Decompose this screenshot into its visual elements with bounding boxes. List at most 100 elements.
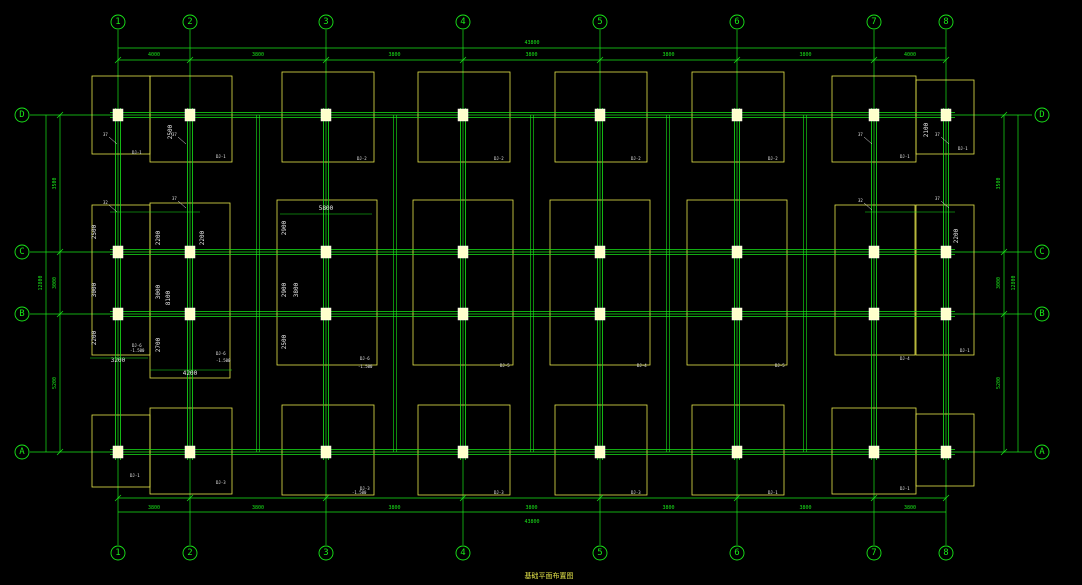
dim-tick: [186, 56, 194, 64]
detail-dim: 2500: [281, 334, 288, 349]
axis-label: 1: [115, 548, 120, 558]
axis-label: 1: [115, 17, 120, 27]
axis-label: B: [1039, 309, 1044, 319]
footing-tag: DJ-2: [357, 156, 367, 161]
columns-layer: [112, 108, 952, 459]
footing-pad: [417, 71, 511, 163]
footing-tag: DJ-2: [494, 156, 504, 161]
dim-tick: [1000, 248, 1008, 256]
dim-bottom: 3800: [904, 505, 916, 511]
axis-label: C: [19, 247, 24, 257]
footing-pad: [91, 204, 151, 356]
dim-tick: [596, 56, 604, 64]
footing-pad: [549, 199, 651, 366]
dim-tick: [56, 111, 64, 119]
detail-dim: 3200: [111, 357, 126, 364]
dim-total-top: 43800: [524, 40, 539, 46]
dim-left: 3500: [52, 177, 58, 189]
axis-bubble: [110, 14, 126, 30]
footing-tag: DJ-2: [768, 156, 778, 161]
dim-bottom: 3800: [662, 505, 674, 511]
axis-bubble: [729, 14, 745, 30]
dim-tick: [733, 56, 741, 64]
dim-total-bottom: 43800: [524, 519, 539, 525]
axis-bubble: [592, 545, 608, 561]
dim-tick: [186, 494, 194, 502]
dim-tick: [870, 56, 878, 64]
axis-bubble: [866, 14, 882, 30]
mark-tag: 37: [172, 196, 177, 201]
footing-tag: DJ-5: [500, 363, 510, 368]
footing-tag: DJ-5: [775, 363, 785, 368]
axis-bubble: [318, 14, 334, 30]
leader-line: [863, 136, 873, 145]
dim-tick: [459, 494, 467, 502]
dim-left: 3000: [52, 277, 58, 289]
footing-tag: DJ-1: [900, 486, 910, 491]
axis-bubble: [14, 107, 30, 123]
detail-dim: 2500: [167, 124, 174, 139]
footing-pad: [281, 71, 375, 163]
detail-dim: 2700: [155, 337, 162, 352]
column: [457, 445, 469, 459]
axis-label: 3: [323, 17, 328, 27]
dim-top: 3800: [799, 52, 811, 58]
dim-top: 3800: [252, 52, 264, 58]
axis-bubble: [592, 14, 608, 30]
axis-label: 5: [597, 548, 602, 558]
dim-left: 5200: [52, 377, 58, 389]
mark-tag: 37: [935, 196, 940, 201]
column: [731, 445, 743, 459]
axis-label: 2: [187, 17, 192, 27]
axis-bubble: [14, 244, 30, 260]
column: [868, 307, 880, 321]
detail-dim: 3000: [91, 282, 98, 297]
column: [320, 245, 332, 259]
elevation-tag: -1.500: [352, 490, 367, 495]
mark-tag: 37: [103, 132, 108, 137]
mark-tag: 37: [858, 132, 863, 137]
footing-pad: [149, 407, 233, 495]
column: [184, 445, 196, 459]
axis-bubble: [14, 306, 30, 322]
footing-pad: [281, 404, 375, 496]
drawing-title: 基础平面布置图: [525, 571, 574, 580]
footing-pad: [915, 79, 975, 155]
axis-bubble: [455, 545, 471, 561]
footing-tag: DJ-3: [216, 480, 226, 485]
axis-bubble: [938, 545, 954, 561]
dim-tick: [56, 310, 64, 318]
dim-tick: [870, 494, 878, 502]
dim-right: 5200: [996, 377, 1002, 389]
column: [594, 445, 606, 459]
detail-dim: 5800: [319, 205, 334, 212]
axis-bubble: [866, 545, 882, 561]
column: [731, 245, 743, 259]
axis-bubble: [14, 444, 30, 460]
dim-tick: [1000, 310, 1008, 318]
column: [940, 245, 952, 259]
axis-bubble: [455, 14, 471, 30]
footing-pad: [149, 202, 231, 379]
axis-label: D: [1039, 110, 1044, 120]
footing-pad: [417, 404, 511, 496]
dim-tick: [1000, 448, 1008, 456]
detail-dim: 2200: [155, 230, 162, 245]
detail-dim: 3000: [155, 284, 162, 299]
column: [457, 245, 469, 259]
footing-tag: DJ-3: [631, 490, 641, 495]
footing-tag: DJ-1: [216, 154, 226, 159]
footing-pad: [412, 199, 514, 366]
footing-tag: DJ-1: [958, 146, 968, 151]
axis-bubble: [729, 545, 745, 561]
footing-pad: [915, 413, 975, 487]
footing-tag: DJ-6: [360, 356, 370, 361]
axis-bubble: [318, 545, 334, 561]
footing-tag: DJ-1: [960, 348, 970, 353]
footing-tag: DJ-2: [631, 156, 641, 161]
detail-dim: 2200: [953, 228, 960, 243]
dim-tick: [596, 494, 604, 502]
footing-pad: [691, 71, 785, 163]
